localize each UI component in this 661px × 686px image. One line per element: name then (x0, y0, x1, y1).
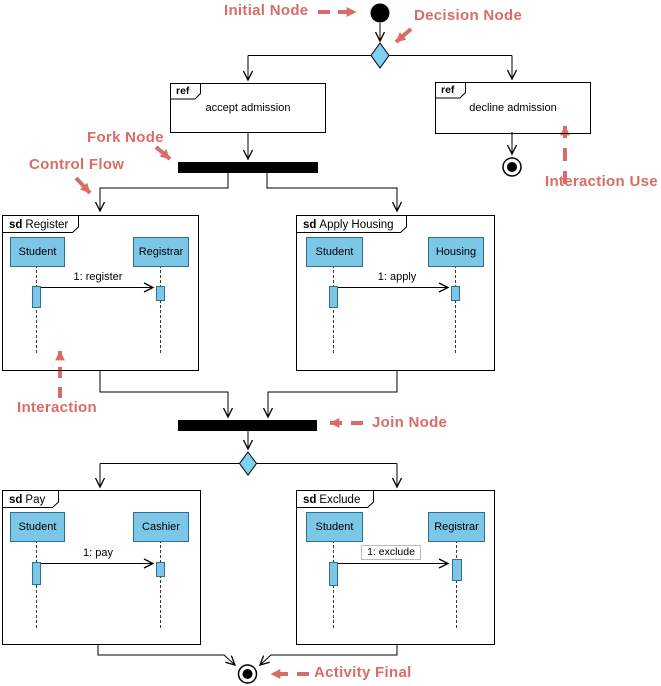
ref-tab: ref (176, 85, 192, 97)
lifeline-student (333, 265, 334, 353)
annotation-decision-node: Decision Node (414, 7, 523, 24)
annotation-initial-node: Initial Node (224, 2, 309, 19)
lifeline-head-housing: Housing (428, 237, 484, 267)
activation-bar (156, 286, 165, 301)
activation-bar (156, 562, 165, 577)
lifeline-head-registrar: Registrar (428, 512, 485, 542)
annotation-interaction: Interaction (17, 399, 97, 416)
annotation-join-node: Join Node (372, 414, 448, 431)
lifeline-housing (455, 265, 456, 353)
decision-node-pointer-arrow (394, 27, 413, 44)
activation-bar (32, 562, 41, 585)
decision-node-2 (238, 451, 258, 476)
sd-title: Exclude (319, 494, 361, 506)
ref-tab: ref (441, 84, 457, 96)
message-label-pay: 1: pay (83, 547, 113, 559)
control-flow-edge (258, 644, 398, 666)
decision-node (370, 42, 390, 69)
sd-title: Apply Housing (319, 219, 394, 231)
control-flow-edge (99, 370, 234, 419)
annotation-control-flow: Control Flow (29, 156, 125, 173)
ref-frame-decline-admission: ref decline admission (435, 82, 591, 134)
sd-tag: sd (9, 494, 23, 506)
sd-tag: sd (303, 494, 317, 506)
interaction-use-label-accept: accept admission (205, 102, 291, 114)
lifeline-head-student: Student (306, 237, 363, 267)
fork-node (178, 162, 318, 173)
join-node (178, 420, 317, 431)
control-flow-edge (266, 173, 403, 213)
ref-tab-label: ref (176, 85, 190, 97)
lifeline-head-student: Student (10, 512, 65, 542)
lifeline-registrar (160, 265, 161, 353)
sd-tag: sd (9, 219, 23, 231)
activation-bar (329, 286, 338, 308)
sd-title: Pay (25, 494, 46, 506)
lifeline-head-student: Student (10, 237, 65, 267)
sd-tag: sd (303, 219, 317, 231)
annotation-activity-final: Activity Final (314, 664, 412, 681)
fork-node-pointer-arrow (154, 145, 172, 161)
activation-bar (329, 562, 338, 586)
control-flow-pointer-arrow (74, 176, 92, 195)
ref-tab-label: ref (441, 84, 455, 96)
annotation-interaction-use: Interaction Use (545, 173, 658, 190)
final-node-dot (507, 162, 517, 172)
lifeline-head-student: Student (306, 512, 363, 542)
activity-final-dot (242, 669, 253, 679)
lifeline-cashier (160, 540, 161, 628)
interaction-use-label-decline: decline admission (469, 102, 557, 114)
message-label-exclude: 1: exclude (361, 545, 421, 560)
control-flow-edge (97, 644, 237, 666)
lifeline-student (36, 265, 37, 353)
message-label-apply: 1: apply (377, 271, 417, 283)
lifeline-head-registrar: Registrar (133, 237, 189, 267)
control-flow-edge (94, 173, 229, 213)
activation-bar (452, 559, 462, 581)
annotation-fork-node: Fork Node (87, 129, 164, 146)
lifeline-head-cashier: Cashier (133, 512, 189, 542)
lifeline-registrar (456, 540, 457, 628)
activation-bar (32, 286, 41, 308)
ref-frame-accept-admission: ref accept admission (170, 83, 326, 133)
activation-bar (451, 286, 460, 301)
initial-node (370, 3, 390, 23)
sd-title: Register (25, 219, 69, 231)
control-flow-edge (262, 370, 398, 419)
message-label-register: 1: register (73, 271, 123, 283)
